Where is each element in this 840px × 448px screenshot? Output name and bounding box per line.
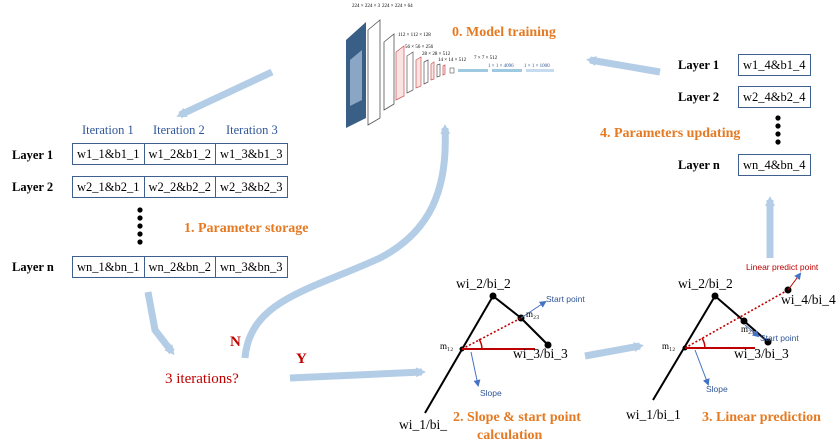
storage-cell: w2_2&b2_2 xyxy=(143,176,216,198)
slope-m23-label: m₂₃ xyxy=(526,309,540,319)
linear-m12-label: m₁₂ xyxy=(662,341,676,351)
cnn-label-fc2: 1 × 1 × 1000 xyxy=(524,64,550,69)
slope-plot xyxy=(424,292,552,414)
storage-row-layer-1: w1_1&b1_1 w1_2&b1_2 w1_3&b1_3 xyxy=(72,143,288,165)
storage-ellipsis xyxy=(137,207,143,245)
cnn-label-pool: 7 × 7 × 512 xyxy=(474,56,498,61)
iteration-1-header: Iteration 1 xyxy=(82,123,134,137)
model-training-title: 0. Model training xyxy=(452,25,556,40)
update-cell: wn_4&bn_4 xyxy=(738,154,811,176)
storage-cell: w2_1&b2_1 xyxy=(72,176,145,198)
flow-arrows xyxy=(144,56,775,382)
cnn-label-conv5: 14 × 14 × 512 xyxy=(438,58,467,63)
linear-top-point-label: wi_2/bi_2 xyxy=(678,276,733,291)
linear-start-point-label: Start point xyxy=(760,333,799,343)
decision-question: 3 iterations? xyxy=(165,371,239,387)
iteration-3-header: Iteration 3 xyxy=(226,123,278,137)
storage-cell: w2_3&b2_3 xyxy=(215,176,288,198)
cnn-label-conv4: 28 × 28 × 512 xyxy=(422,52,451,57)
linear-plot xyxy=(652,272,802,401)
update-row-layer-1: w1_4&b1_4 xyxy=(738,54,811,76)
slope-title-line2: calculation xyxy=(477,428,543,443)
storage-cell: w1_2&b1_2 xyxy=(143,143,216,165)
linear-bottom-point-label: wi_1/bi_1 xyxy=(626,407,681,422)
arrow-storage-to-decision xyxy=(144,291,175,356)
cnn-label-input: 224 × 224 × 3 xyxy=(352,4,381,9)
cnn-block-1 xyxy=(367,19,381,126)
cnn-illustration xyxy=(346,19,554,128)
arrow-decision-no-to-training xyxy=(241,124,451,359)
update-row-layer-2: w2_4&b2_4 xyxy=(738,86,811,108)
slope-title-line1: 2. Slope & start point xyxy=(453,410,581,425)
cnn-label-conv3: 56 × 56 × 256 xyxy=(405,45,434,50)
arrow-slope-to-linear xyxy=(584,342,644,360)
cnn-label-conv1: 224 × 224 × 64 xyxy=(382,4,413,9)
parameter-storage-title: 1. Parameter storage xyxy=(184,221,309,236)
iteration-2-header: Iteration 2 xyxy=(153,123,205,137)
linear-slope-label: Slope xyxy=(706,384,728,394)
storage-layer-1-label: Layer 1 xyxy=(12,148,54,162)
storage-row-layer-2: w2_1&b2_1 w2_2&b2_2 w2_3&b2_3 xyxy=(72,176,288,198)
linear-m23-label: m₂₃ xyxy=(741,324,755,334)
linear-predict-point-label: Linear predict point xyxy=(746,262,819,272)
update-cell: w1_4&b1_4 xyxy=(738,54,811,76)
storage-cell: wn_2&bn_2 xyxy=(143,256,216,278)
linear-prediction-title: 3. Linear prediction xyxy=(702,410,821,425)
update-layer-1-label: Layer 1 xyxy=(678,58,720,72)
update-layer-n-label: Layer n xyxy=(678,158,720,172)
storage-layer-n-label: Layer n xyxy=(12,260,54,274)
slope-bottom-point-label: wi_1/bi_ xyxy=(399,417,448,432)
slope-right-point-label: wi_3/bi_3 xyxy=(513,346,568,361)
slope-start-point-label: Start point xyxy=(546,294,585,304)
storage-layer-2-label: Layer 2 xyxy=(12,180,54,194)
linear-far-point-label: wi_4/bi_4 xyxy=(781,292,836,307)
linear-right-point-label: wi_3/bi_3 xyxy=(734,346,789,361)
storage-cell: wn_1&bn_1 xyxy=(72,256,145,278)
parameters-updating-title: 4. Parameters updating xyxy=(600,126,741,141)
slope-top-point-label: wi_2/bi_2 xyxy=(456,276,511,291)
update-row-layer-n: wn_4&bn_4 xyxy=(738,154,811,176)
storage-cell: wn_3&bn_3 xyxy=(215,256,288,278)
slope-m12-label: m₁₂ xyxy=(440,341,454,351)
decision-yes: Y xyxy=(296,351,307,367)
cnn-block-2 xyxy=(383,33,395,111)
arrow-training-to-storage xyxy=(176,68,274,119)
arrow-decision-yes-to-slope xyxy=(289,367,426,382)
arrow-update-to-training xyxy=(586,56,661,76)
cnn-label-conv2: 112 × 112 × 128 xyxy=(398,33,431,38)
decision-no: N xyxy=(230,334,241,350)
storage-row-layer-n: wn_1&bn_1 wn_2&bn_2 wn_3&bn_3 xyxy=(72,256,288,278)
storage-cell: w1_3&b1_3 xyxy=(215,143,288,165)
update-ellipsis xyxy=(775,115,781,145)
update-layer-2-label: Layer 2 xyxy=(678,90,720,104)
slope-slope-label: Slope xyxy=(480,388,502,398)
update-cell: w2_4&b2_4 xyxy=(738,86,811,108)
storage-cell: w1_1&b1_1 xyxy=(72,143,145,165)
cnn-label-fc1: 1 × 1 × 4096 xyxy=(488,64,514,69)
